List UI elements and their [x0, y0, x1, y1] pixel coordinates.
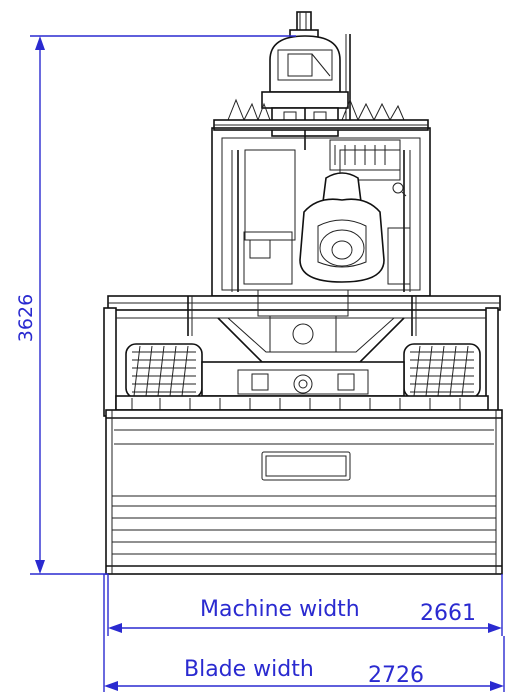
- height-arrow-bottom: [35, 560, 45, 574]
- blade-width-arrow-right: [490, 681, 504, 691]
- blade-top-rail: [115, 395, 489, 411]
- cab-frame: [211, 127, 431, 297]
- undercarriage: [201, 361, 405, 397]
- upper-cross-beam: [103, 295, 501, 417]
- right-track: [403, 343, 481, 399]
- operator-seat: [243, 172, 411, 285]
- machine-width-arrow-right: [488, 623, 502, 633]
- height-dimension: 3626: [15, 35, 296, 575]
- boom-head: [261, 35, 349, 150]
- height-value: 3626: [15, 294, 37, 342]
- exhaust-pipe: [289, 11, 319, 39]
- excavator-front-view: [103, 11, 503, 575]
- blade-width-label: Blade width: [184, 657, 314, 682]
- machine-width-value: 2661: [420, 601, 476, 626]
- height-arrow-top: [35, 36, 45, 50]
- left-track: [125, 343, 203, 399]
- blade-width-dimension: Blade width 2726: [103, 574, 505, 692]
- roof-rail: [213, 98, 429, 131]
- dozer-blade: [105, 409, 503, 575]
- machine-width-arrow-left: [108, 623, 122, 633]
- blade-width-value: 2726: [368, 663, 424, 688]
- blade-width-arrow-left: [104, 681, 118, 691]
- machine-width-label: Machine width: [200, 597, 360, 622]
- machine-width-dimension: Machine width 2661: [107, 574, 503, 636]
